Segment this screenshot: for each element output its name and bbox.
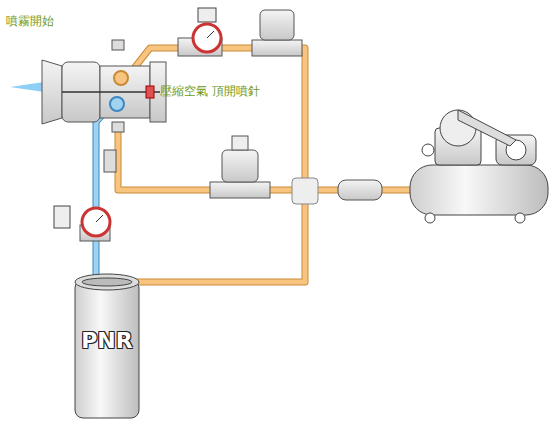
annotation-label: 噴霧開始 [6, 14, 54, 28]
annotation-label: 壓縮空氣 頂開噴針 [160, 84, 260, 98]
tank-label: PNR [74, 328, 140, 353]
tank-cylinder: PNR [74, 268, 140, 426]
